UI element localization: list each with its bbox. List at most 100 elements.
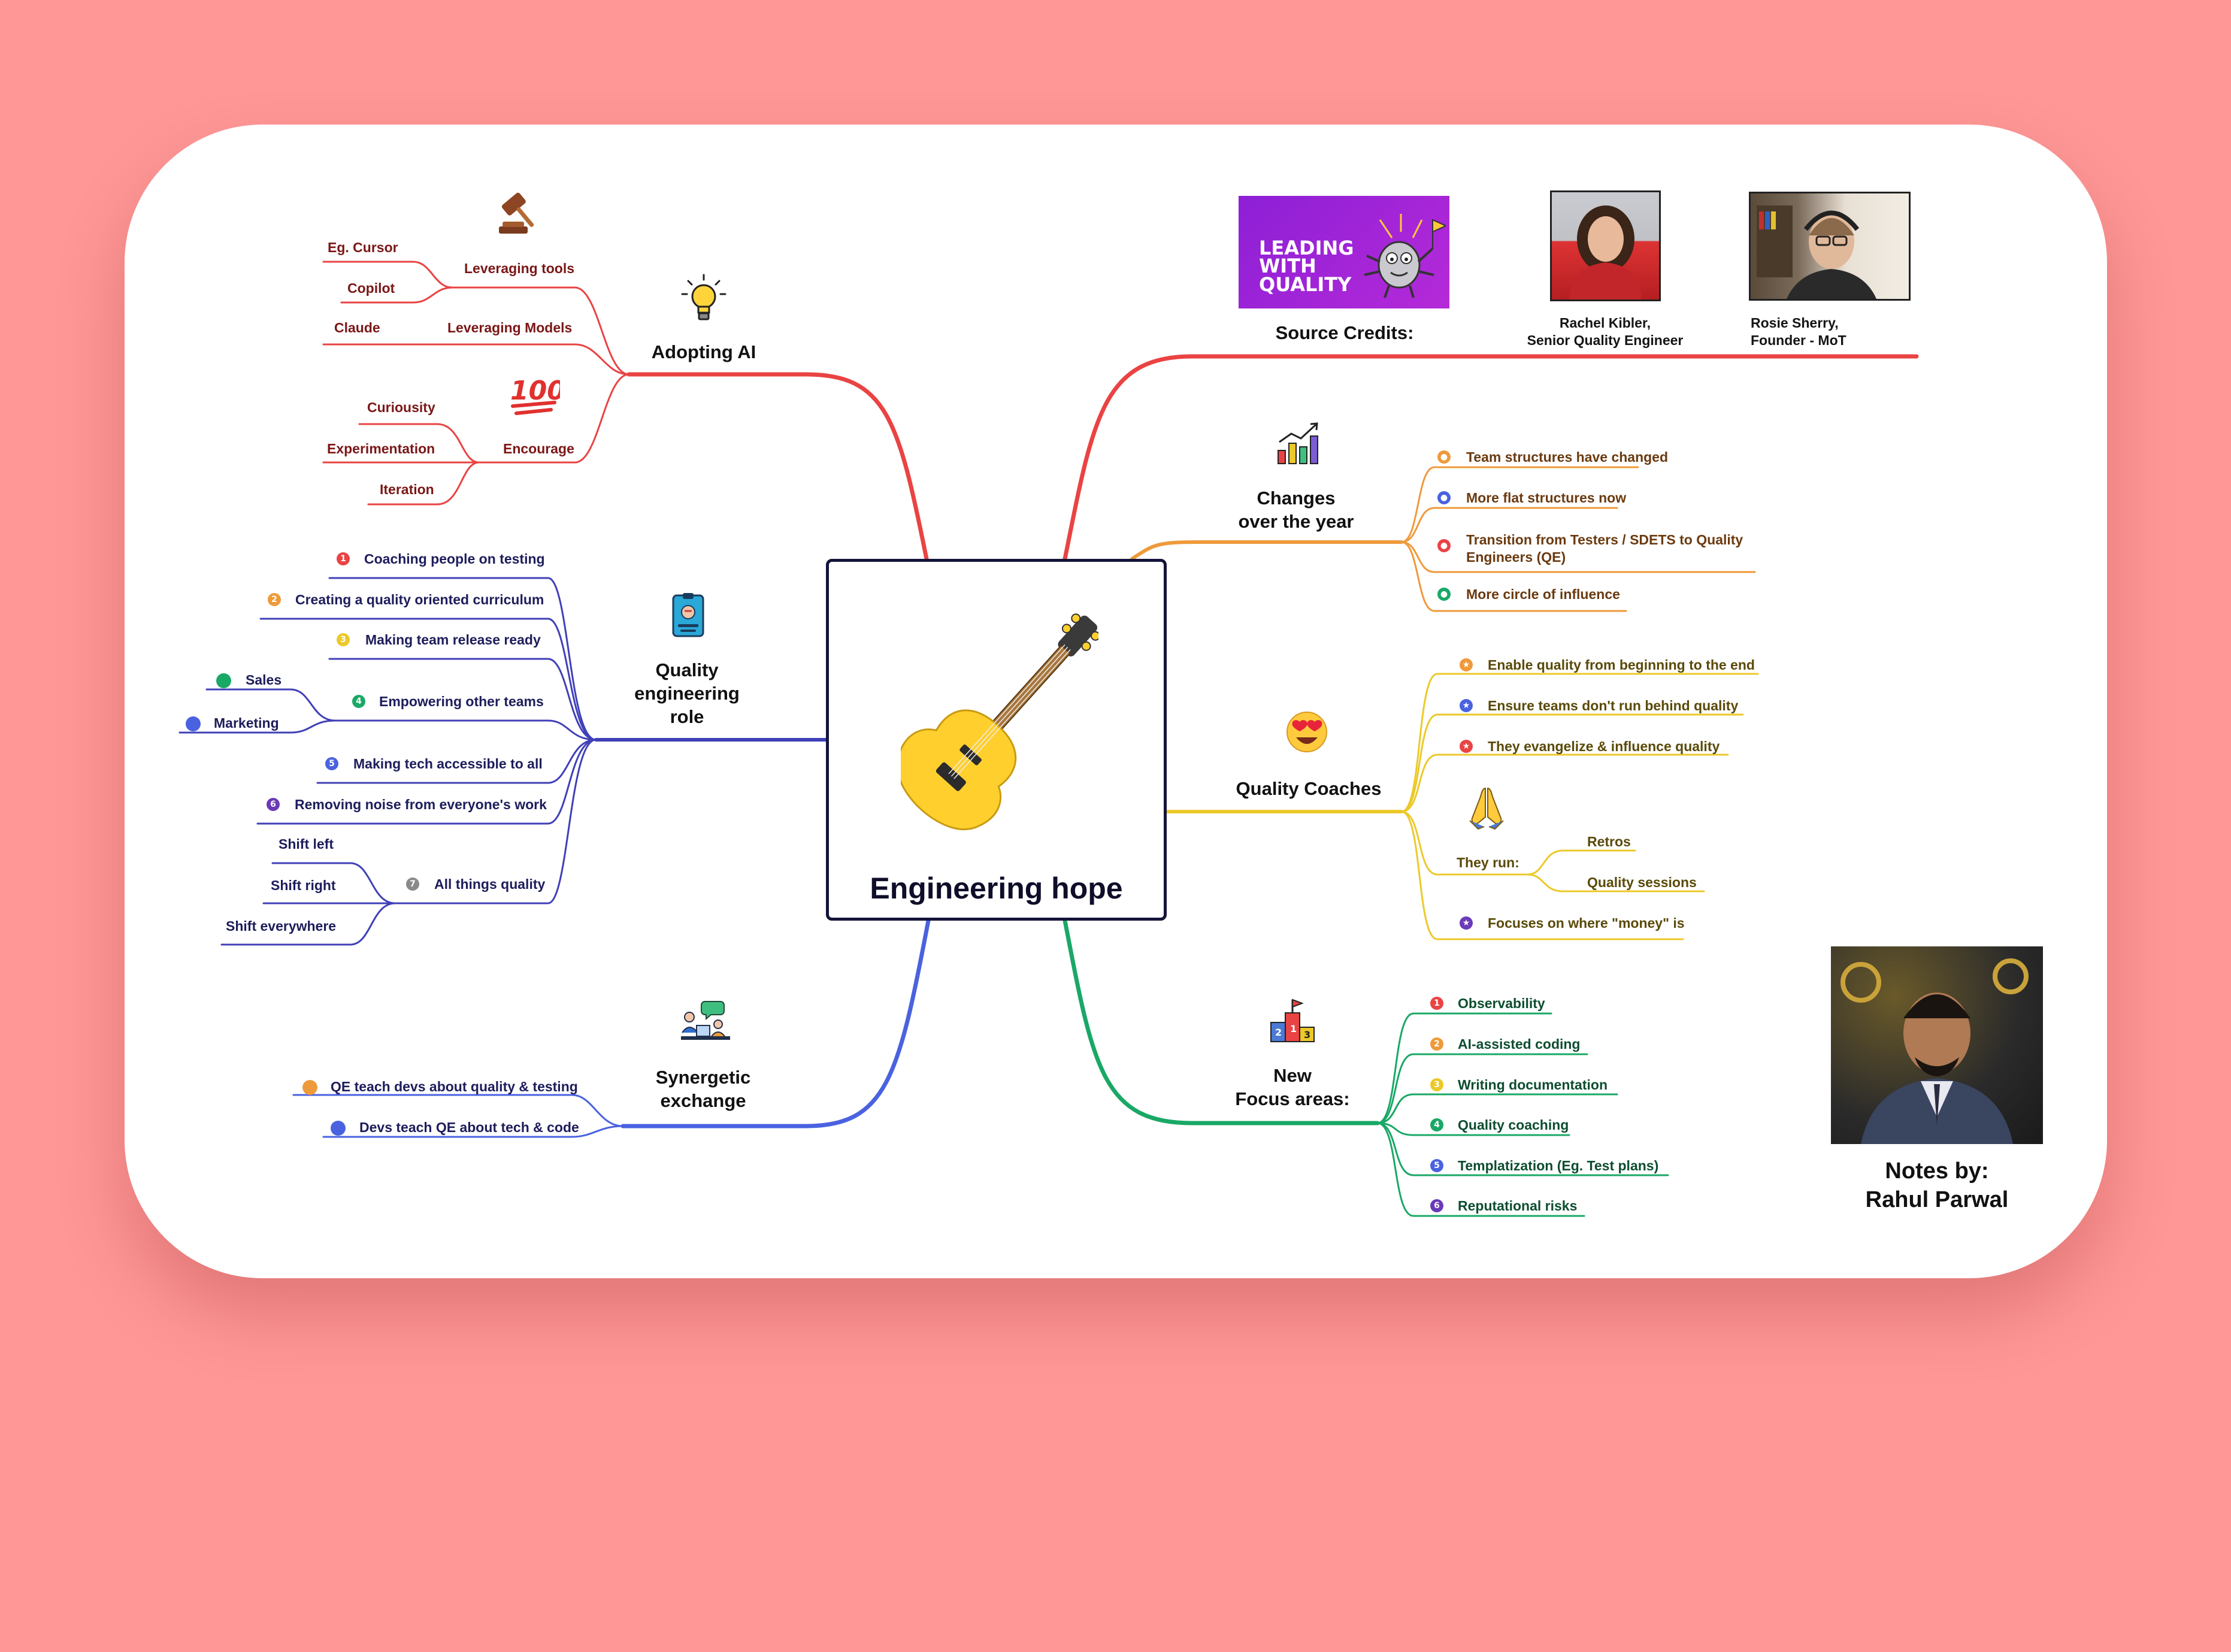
node-marketing[interactable]: Marketing — [214, 715, 279, 731]
topic-quality-coaches[interactable]: Quality Coaches — [1236, 778, 1382, 799]
node-focuses-money[interactable]: Focuses on where "money" is — [1488, 915, 1685, 931]
node-experimentation[interactable]: Experimentation — [327, 441, 435, 456]
node-templatization[interactable]: Templatization (Eg. Test plans) — [1458, 1158, 1659, 1173]
branch-credits — [1062, 354, 1919, 561]
notes-by-label: Notes by: Rahul Parwal — [1865, 1158, 2009, 1212]
node-shift-everywhere[interactable]: Shift everywhere — [226, 918, 337, 934]
svg-text:1: 1 — [1290, 1023, 1297, 1034]
node-devs-teach-qe[interactable]: Devs teach QE about tech & code — [359, 1120, 579, 1135]
person-icon: ● — [1437, 539, 1451, 552]
node-quality-curriculum[interactable]: Creating a quality oriented curriculum — [295, 592, 544, 607]
node-removing-noise[interactable]: Removing noise from everyone's work — [295, 797, 547, 812]
node-tech-accessible[interactable]: Making tech accessible to all — [353, 756, 543, 771]
node-curiousity[interactable]: Curiousity — [367, 400, 435, 415]
node-qe-teach-devs[interactable]: QE teach devs about quality & testing — [331, 1079, 578, 1094]
star-icon: ★ — [1460, 740, 1473, 753]
node-claude[interactable]: Claude — [334, 320, 380, 335]
node-leveraging-models[interactable]: Leveraging Models — [447, 320, 573, 335]
badge-f5: 5 — [1430, 1159, 1443, 1172]
badge-4: 4 — [352, 695, 365, 708]
branch-focus — [1062, 918, 1380, 1125]
node-circle-influence[interactable]: More circle of influence — [1466, 586, 1620, 602]
badge-1: 1 — [337, 552, 350, 565]
topic-synergetic-exchange[interactable]: Synergetic exchange — [655, 1067, 751, 1111]
topic-changes-over-year[interactable]: Changes over the year — [1238, 488, 1354, 532]
dot-blue-2 — [331, 1121, 346, 1136]
branch-changes — [1130, 540, 1403, 561]
node-reputational-risks[interactable]: Reputational risks — [1458, 1198, 1578, 1214]
topic-new-focus-areas[interactable]: New Focus areas: — [1235, 1065, 1350, 1109]
node-eg-cursor[interactable]: Eg. Cursor — [328, 240, 398, 255]
node-release-ready[interactable]: Making team release ready — [365, 632, 541, 648]
branch-synergetic — [620, 918, 931, 1128]
node-encourage[interactable]: Encourage — [503, 441, 574, 456]
node-team-structures[interactable]: Team structures have changed — [1466, 449, 1669, 465]
dot-orange — [302, 1080, 317, 1095]
node-they-run[interactable]: They run: — [1457, 855, 1519, 870]
star-icon: ★ — [1460, 916, 1473, 930]
badge-7: 7 — [406, 878, 419, 891]
node-enable-quality[interactable]: Enable quality from beginning to the end — [1488, 657, 1755, 673]
topic-qe-role[interactable]: Quality engineering role — [634, 659, 740, 727]
credit-rachel-kibler: Rachel Kibler, Senior Quality Engineer — [1527, 315, 1684, 348]
node-coaching-people[interactable]: Coaching people on testing — [364, 551, 545, 567]
lightbulb-icon — [681, 274, 726, 320]
central-topic-title: Engineering hope — [870, 872, 1123, 905]
svg-text:3: 3 — [1304, 1029, 1310, 1040]
central-topic[interactable]: Engineering hope — [826, 559, 1167, 921]
badge-f3: 3 — [1430, 1078, 1443, 1091]
hundred-points-icon: 100 — [510, 376, 560, 415]
source-credits-label: Source Credits: — [1275, 322, 1414, 343]
node-ensure-teams[interactable]: Ensure teams don't run behind quality — [1488, 698, 1739, 713]
logo-text: LEADING WITH QUALITY — [1259, 237, 1354, 296]
id-badge-icon — [672, 593, 704, 637]
badge-f1: 1 — [1430, 997, 1443, 1010]
node-all-things-quality[interactable]: All things quality — [434, 876, 546, 892]
node-observability[interactable]: Observability — [1458, 996, 1545, 1011]
node-shift-left[interactable]: Shift left — [279, 836, 334, 852]
node-sales[interactable]: Sales — [246, 672, 282, 688]
svg-text:2: 2 — [1275, 1027, 1282, 1038]
credit-rosie-sherry: Rosie Sherry, Founder - MoT — [1751, 315, 1846, 348]
badge-3: 3 — [337, 633, 350, 646]
node-ai-assisted-coding[interactable]: AI-assisted coding — [1458, 1036, 1581, 1052]
node-quality-coaching[interactable]: Quality coaching — [1458, 1117, 1569, 1133]
photo-rosie-sherry — [1749, 192, 1911, 301]
node-writing-documentation[interactable]: Writing documentation — [1458, 1077, 1608, 1093]
badge-6: 6 — [267, 798, 280, 811]
photo-rahul-parwal — [1831, 946, 2043, 1144]
node-empowering-teams[interactable]: Empowering other teams — [379, 694, 544, 709]
badge-5: 5 — [325, 757, 338, 770]
topic-adopting-ai[interactable]: Adopting AI — [651, 341, 756, 362]
node-transition-testers[interactable]: Transition from Testers / SDETS to Quali… — [1466, 532, 1743, 565]
guitar-icon — [901, 613, 1098, 830]
star-icon: ★ — [1460, 699, 1473, 712]
heart-eyes-icon — [1286, 712, 1327, 752]
badge-2: 2 — [268, 593, 281, 606]
badge-f6: 6 — [1430, 1199, 1443, 1212]
node-iteration[interactable]: Iteration — [380, 482, 434, 497]
node-retros[interactable]: Retros — [1587, 834, 1631, 849]
node-shift-right[interactable]: Shift right — [271, 878, 336, 893]
teaching-icon — [681, 1001, 730, 1040]
branch-adopting-ai — [626, 372, 929, 561]
badge-f4: 4 — [1430, 1118, 1443, 1131]
bar-chart-icon — [1278, 422, 1318, 464]
gavel-icon — [499, 192, 534, 234]
star-icon: ★ — [1460, 658, 1473, 671]
node-copilot[interactable]: Copilot — [347, 280, 395, 296]
praying-hands-icon — [1469, 787, 1504, 830]
node-leveraging-tools[interactable]: Leveraging tools — [464, 261, 575, 276]
leading-with-quality-logo: LEADING WITH QUALITY — [1239, 196, 1449, 308]
podium-icon: 1 2 3 — [1270, 999, 1315, 1042]
node-evangelize[interactable]: They evangelize & influence quality — [1488, 739, 1720, 754]
person-icon: ● — [1437, 450, 1451, 464]
person-icon: ● — [1437, 491, 1451, 504]
photo-rachel-kibler — [1550, 190, 1661, 301]
node-flat-structures[interactable]: More flat structures now — [1466, 490, 1627, 506]
person-icon: ● — [1437, 588, 1451, 601]
bug-mascot-icon — [1364, 214, 1446, 298]
node-quality-sessions[interactable]: Quality sessions — [1587, 875, 1697, 890]
badge-f2: 2 — [1430, 1037, 1443, 1051]
